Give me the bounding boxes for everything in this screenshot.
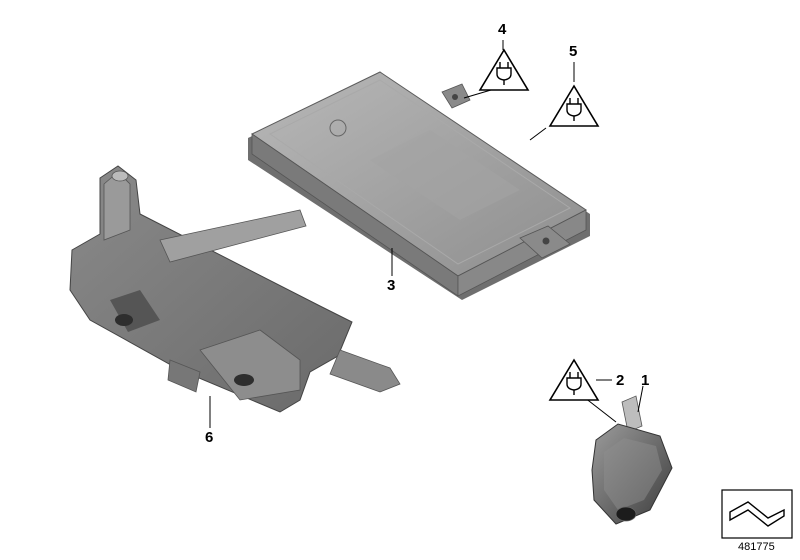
callout-3[interactable]: 3	[387, 277, 396, 294]
mounting-bracket-part	[69, 165, 401, 413]
callout-1[interactable]: 1	[641, 372, 650, 389]
callout-5[interactable]: 5	[569, 43, 578, 60]
camera-part	[591, 395, 673, 525]
callout-2[interactable]: 2	[616, 372, 625, 389]
callout-6[interactable]: 6	[205, 429, 214, 446]
callout-4[interactable]: 4	[498, 21, 507, 38]
warning-triangle-5	[548, 84, 600, 127]
leader-lines	[209, 40, 644, 428]
warning-triangle-2	[548, 358, 600, 401]
warning-triangle-4	[478, 48, 530, 91]
parts-symbol-icon	[721, 489, 793, 539]
diagram-id: 481775	[738, 541, 775, 553]
control-unit-part	[248, 71, 590, 300]
